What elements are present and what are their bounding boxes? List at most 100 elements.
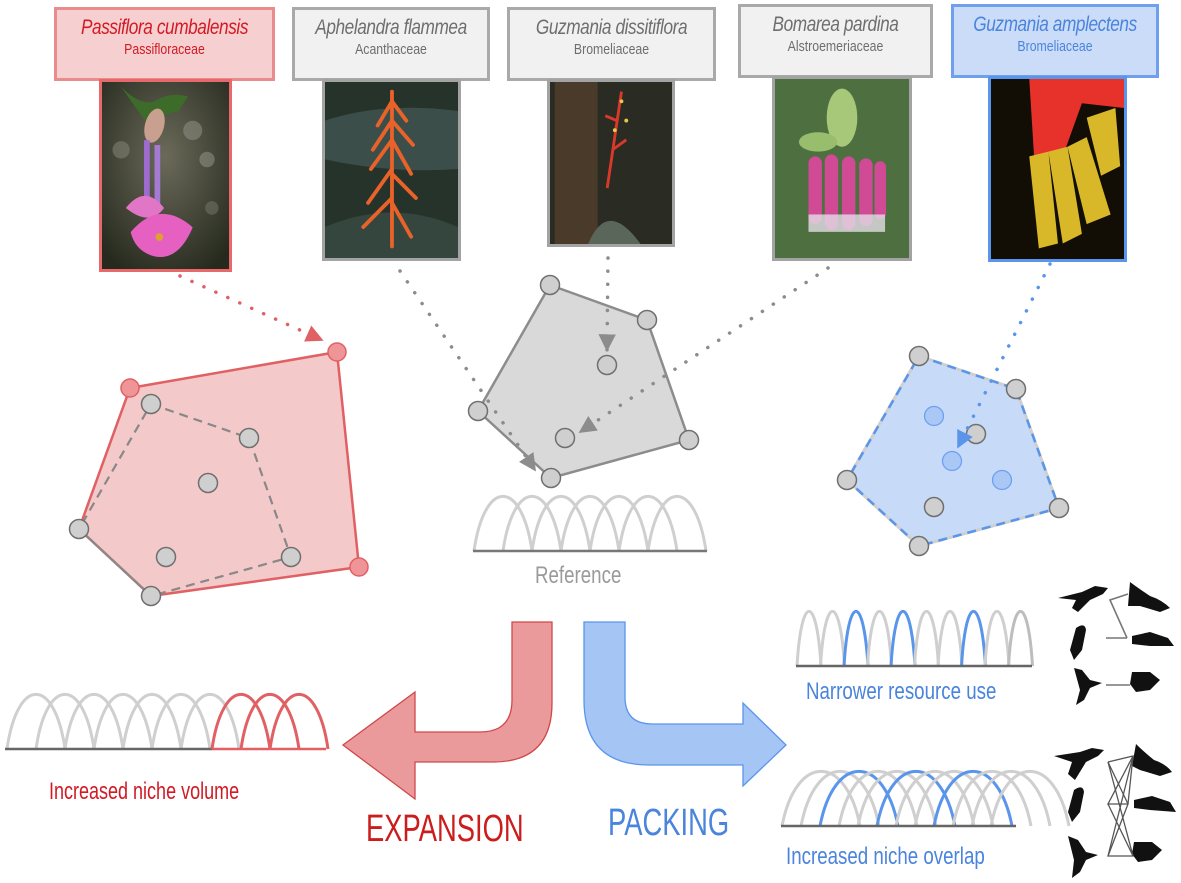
niche-curve [960,610,987,667]
connector-bomarea [578,266,830,434]
niche-curve [818,770,900,827]
species-name: Bomarea pardina [772,13,899,36]
network-links-icon [1106,593,1130,686]
niche-node-new [349,557,369,577]
niche-curve [856,770,938,827]
hummingbird-network-narrow [1058,582,1174,705]
niche-curve [559,494,621,552]
photo-pink-passion-flower [99,79,232,272]
niche-curve [913,770,995,827]
species-label-guzmania-dissitiflora: Guzmania dissitiflora Bromeliaceae [507,7,716,81]
species-label-passiflora: Passiflora cumbalensis Passifloraceae [54,7,275,81]
photo-orange-flame-spike [322,79,461,261]
niche-node [540,467,562,489]
niche-curve [92,692,154,750]
niche-curve [866,610,893,667]
packing-caption-narrow: Narrower resource use [806,678,997,705]
niche-curve [150,692,212,750]
photo-red-yellow-bromeliad [988,76,1127,262]
niche-node-packed [923,405,945,427]
species-name: Aphelandra flammea [315,16,467,39]
niche-curve [983,610,1011,667]
family-name: Alstroemeriaceae [787,38,884,55]
niche-curve [970,770,1052,827]
niche-node [596,354,618,376]
niche-node [140,585,162,607]
niche-curve [1007,610,1034,667]
expansion-niche-curves [5,692,330,751]
expansion-caption: Increased niche volume [49,778,240,805]
packing-niche-polygon [836,345,1070,557]
niche-curve [530,494,592,552]
niche-curve [795,610,823,667]
niche-node [68,518,90,540]
niche-curve [936,610,964,667]
family-name: Bromeliaceae [1017,38,1093,55]
niche-node [908,535,930,557]
species-label-aphelandra: Aphelandra flammea Acanthaceae [292,7,490,81]
niche-curve [617,494,679,552]
niche-curve [932,770,1014,827]
niche-node-new [327,342,347,362]
niche-node [908,345,930,367]
network-links-icon [1106,755,1135,857]
hummingbird-network-overlap [1054,744,1176,878]
niche-curve [646,494,708,552]
species-name: Passiflora cumbalensis [80,16,249,39]
niche-curve [472,494,534,552]
species-label-bomarea: Bomarea pardina Alstroemeriaceae [738,4,933,78]
niche-curve [268,692,330,750]
expansion-arrow [341,621,553,801]
hummingbird-silhouette-icon [1054,748,1104,878]
species-name: Guzmania dissitiflora [535,16,688,39]
packing-caption-overlap: Increased niche overlap [786,843,985,870]
niche-node [1048,497,1070,519]
family-name: Passifloraceae [124,41,205,58]
niche-curve [913,610,940,667]
connector-aphelandra [398,269,537,472]
niche-curve [588,494,650,552]
niche-curve [63,692,125,750]
photo-pink-tubular-cluster [772,76,912,261]
niche-node-new [120,378,140,398]
photo-red-bromeliad-on-trunk [547,79,675,247]
niche-curve [179,692,241,750]
niche-node [923,496,945,518]
connector-guzmania-dissitiflora [598,256,616,352]
niche-curve [842,610,870,667]
niche-node [678,429,700,451]
overlap-niche-curves [780,770,1071,828]
niche-curve [894,770,976,827]
niche-node [280,546,302,568]
niche-curve [121,692,183,750]
niche-curve [210,692,272,750]
niche-node [1005,378,1027,400]
packing-arrow [583,621,787,788]
niche-node [554,427,576,449]
species-name: Guzmania amplectens [973,13,1137,36]
niche-node [539,274,561,296]
niche-curve [501,494,563,552]
niche-curve [889,610,917,667]
niche-node [140,393,162,415]
niche-curve [837,770,919,827]
niche-curve [819,610,846,667]
niche-node [636,309,658,331]
niche-node [238,427,260,449]
niche-node [155,546,177,568]
niche-node-packed [941,450,963,472]
niche-node [836,469,858,491]
connector-arrows [178,256,1052,472]
flower-silhouette-icon [1132,744,1176,862]
niche-curve [799,770,881,827]
niche-node [467,400,489,422]
niche-curve [5,692,67,750]
connector-passiflora [178,274,324,342]
narrower-niche-curves [795,610,1034,668]
niche-curve [989,770,1071,827]
packing-title: PACKING [608,802,730,844]
niche-node-packed [991,469,1013,491]
red-nodes [120,342,369,577]
flower-silhouette-icon [1128,582,1174,692]
